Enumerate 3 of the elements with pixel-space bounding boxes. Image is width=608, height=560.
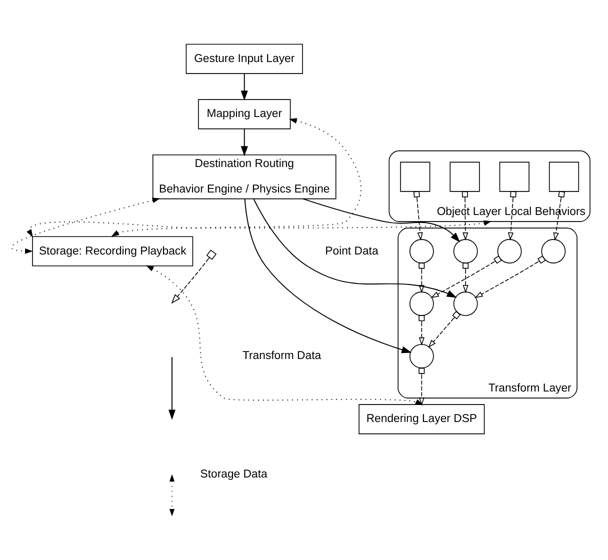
legend-label: Storage Data: [200, 468, 268, 481]
legend-label: Point Data: [325, 245, 378, 258]
legend-label: Transform Data: [242, 350, 322, 362]
